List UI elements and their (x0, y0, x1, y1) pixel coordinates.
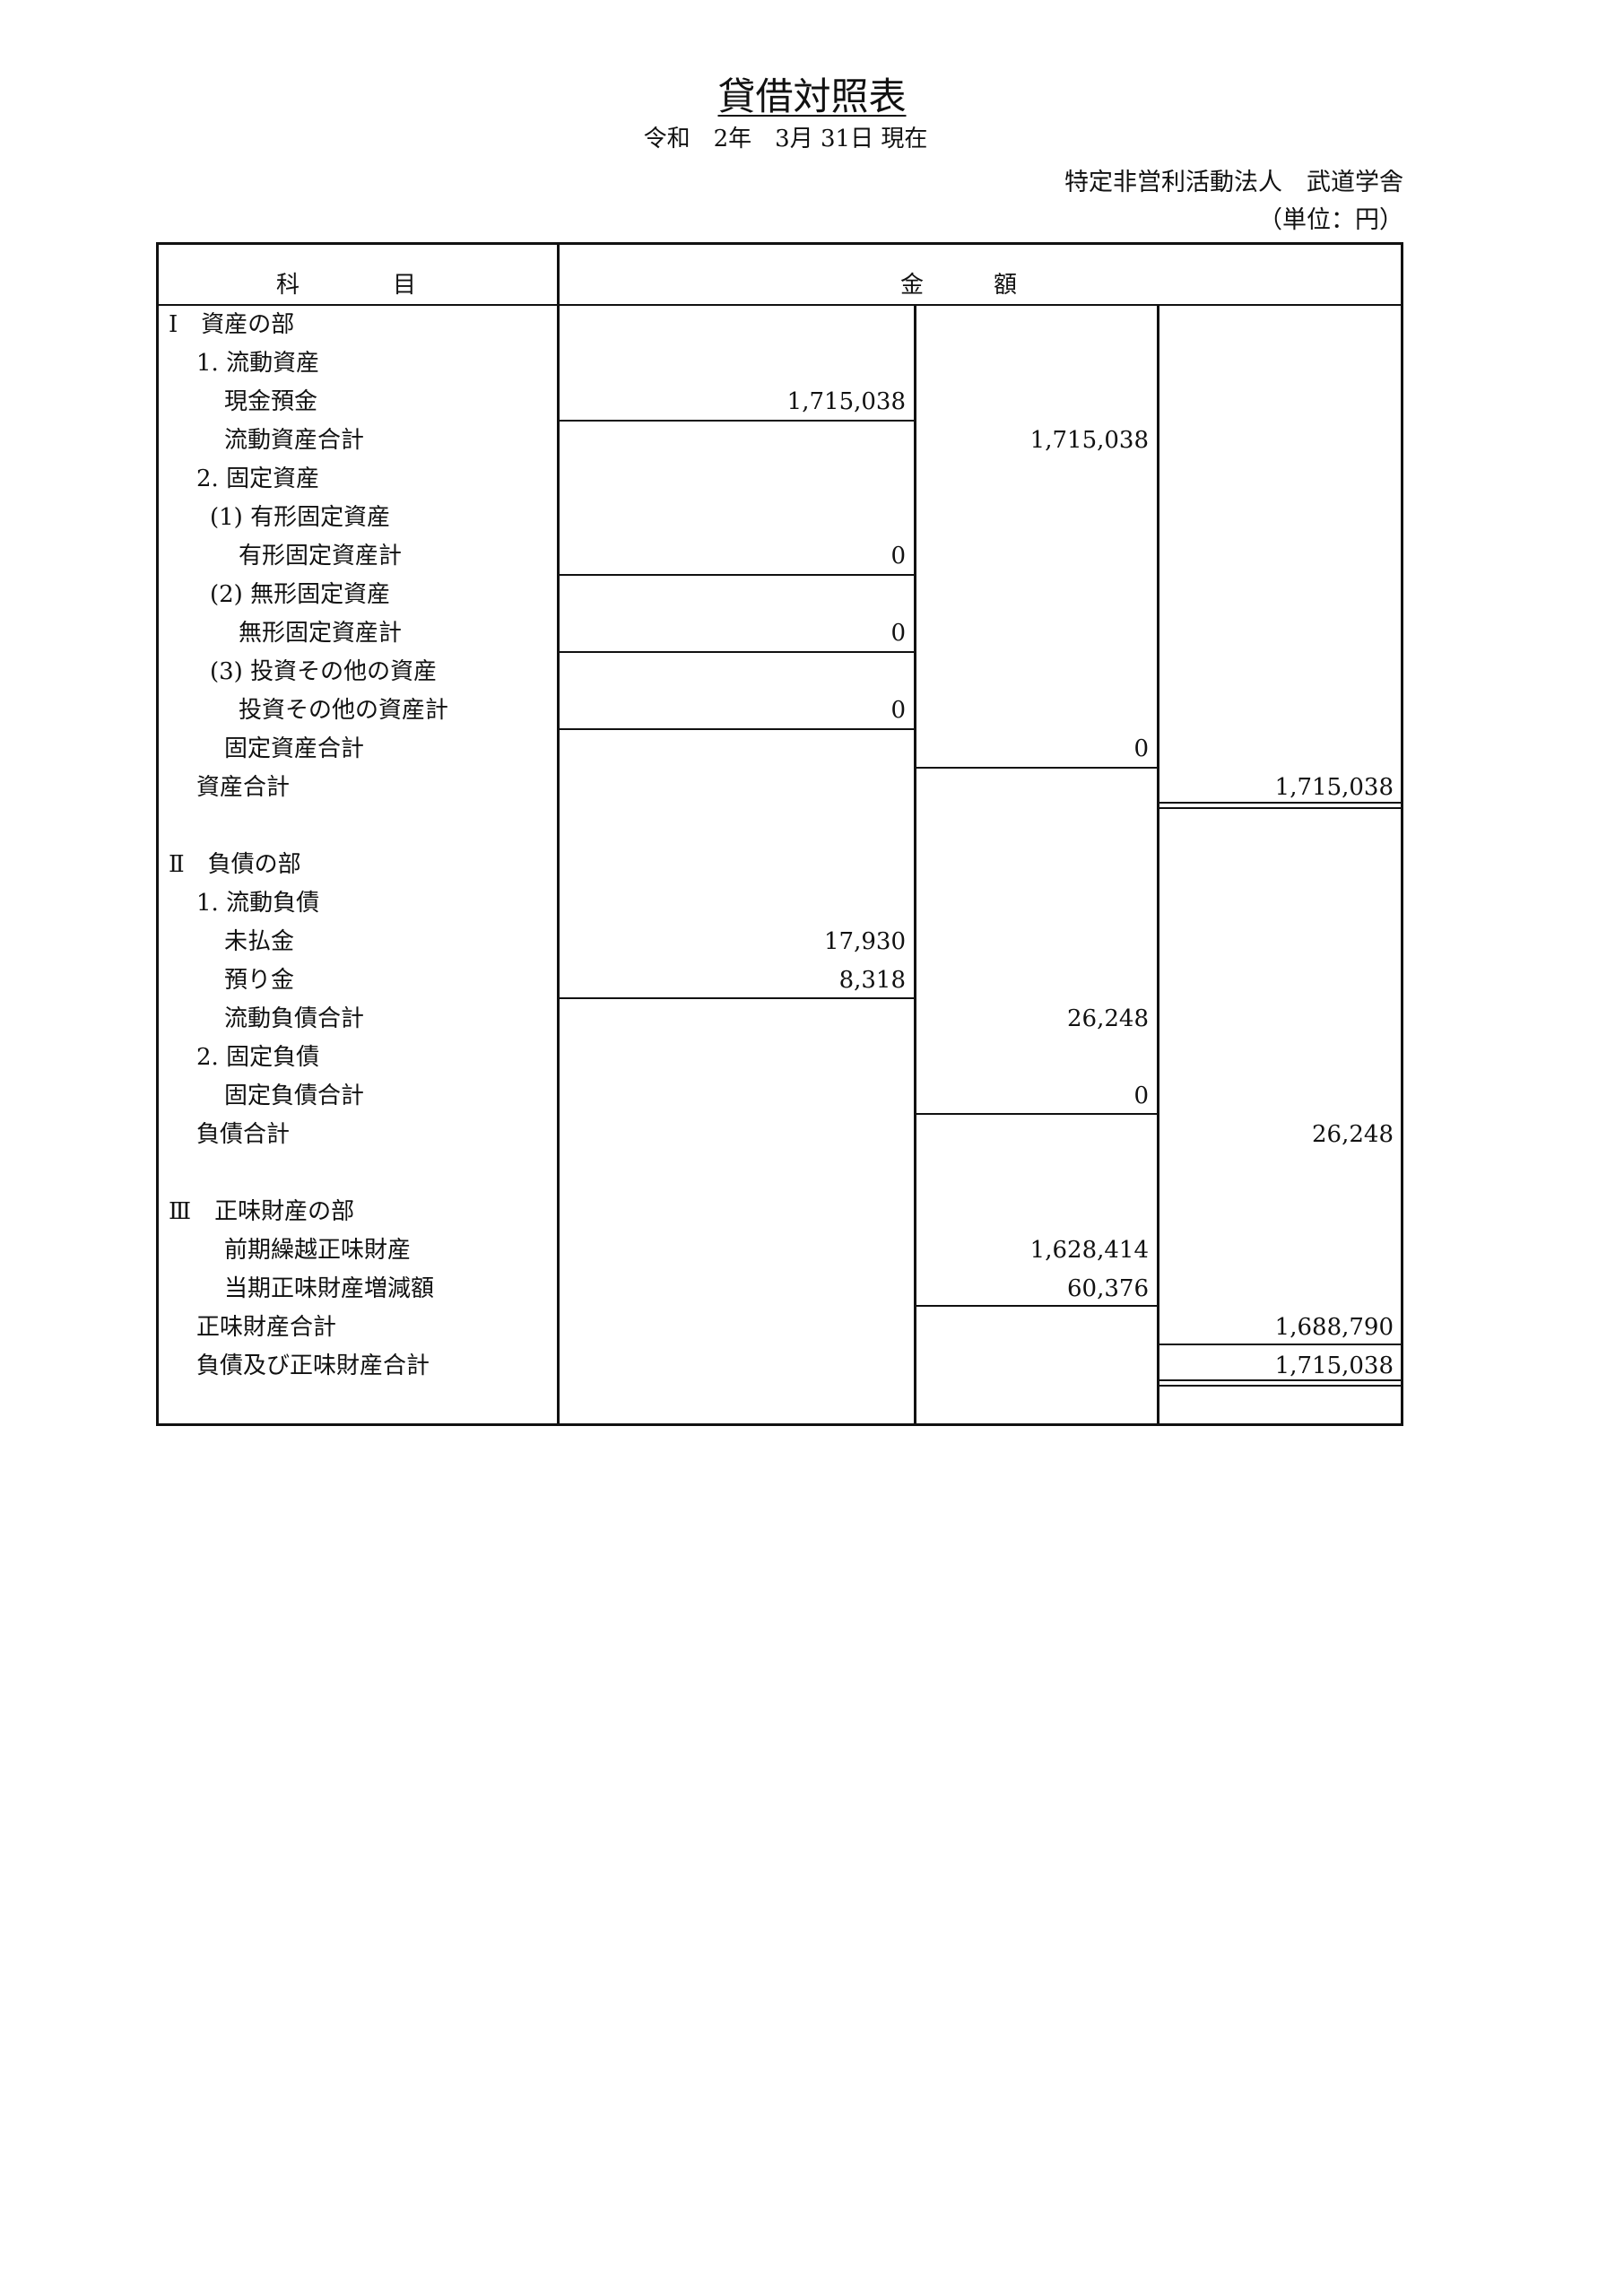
as-of-date: 令和 2年 3月 31日 現在 (643, 126, 928, 152)
row-label: 無形固定資産計 (239, 620, 403, 647)
row-label: 1. 流動負債 (196, 890, 320, 917)
amount-c2: 26,248 (1067, 1005, 1149, 1032)
amount-c1: 1,715,038 (786, 388, 906, 415)
header-separator (156, 304, 1403, 306)
row-label: Ⅰ 資産の部 (169, 311, 295, 338)
rule-c3-net-assets (1159, 1344, 1401, 1345)
row-label: 流動負債合計 (224, 1005, 365, 1032)
row-label: 有形固定資産計 (239, 543, 403, 570)
row-label: 固定負債合計 (224, 1083, 365, 1109)
amount-c2: 1,628,414 (1029, 1237, 1149, 1264)
double-rule-total-1 (1159, 1379, 1401, 1381)
subject-column-divider (557, 242, 560, 1426)
amount-c2: 0 (1133, 1083, 1149, 1109)
amount-c1: 17,930 (824, 928, 906, 955)
double-rule-total-2 (1159, 1385, 1401, 1387)
table-border-left (156, 242, 159, 1426)
row-label: 1. 流動資産 (196, 350, 320, 377)
rule-c1-current-liabilities (560, 997, 914, 999)
row-label: 負債及び正味財産合計 (196, 1352, 430, 1379)
rule-c1-investments (560, 728, 914, 730)
row-label: 負債合計 (196, 1121, 291, 1148)
row-label: 資産合計 (196, 774, 291, 801)
rule-c2-net-assets (916, 1305, 1157, 1307)
double-rule-assets-1 (1159, 802, 1401, 804)
row-label: 投資その他の資産計 (239, 697, 449, 724)
amount-c3: 1,715,038 (1274, 1352, 1394, 1379)
row-label: (3) 投資その他の資産 (210, 658, 438, 685)
table-border-top (156, 242, 1403, 245)
header-subject: 科 目 (276, 272, 417, 299)
rule-c1-tangible (560, 574, 914, 576)
rule-c1-current-assets (560, 420, 914, 422)
amount-c1: 8,318 (838, 967, 906, 994)
table-border-bottom (156, 1423, 1403, 1426)
row-label: 現金預金 (224, 388, 318, 415)
amount-c1: 0 (890, 620, 906, 647)
row-label: 固定資産合計 (224, 735, 365, 762)
amount-column1-divider (914, 305, 916, 1426)
double-rule-assets-2 (1159, 807, 1401, 809)
row-label: (2) 無形固定資産 (210, 581, 391, 608)
amount-c3: 26,248 (1312, 1121, 1394, 1148)
row-label: 正味財産合計 (196, 1314, 337, 1341)
amount-c1: 0 (890, 543, 906, 570)
row-label: 前期繰越正味財産 (224, 1237, 412, 1264)
amount-c2: 0 (1133, 735, 1149, 762)
amount-column2-divider (1157, 305, 1159, 1426)
row-label: (1) 有形固定資産 (210, 504, 391, 531)
title-text: 貸借対照表 (717, 74, 907, 118)
rule-c2-fixed-assets (916, 767, 1157, 769)
table-border-right (1401, 242, 1403, 1426)
row-label: Ⅲ 正味財産の部 (169, 1198, 355, 1225)
organization-name: 特定非営利活動法人 武道学舎 (1064, 169, 1403, 196)
header-amount: 金 額 (900, 272, 1018, 299)
row-label: 2. 固定資産 (196, 465, 320, 492)
row-label: 未払金 (224, 928, 295, 955)
row-label: Ⅱ 負債の部 (169, 851, 301, 878)
unit-label: （単位：円） (1258, 206, 1403, 234)
row-label: 預り金 (224, 967, 295, 994)
rule-c2-liabilities (916, 1113, 1157, 1115)
row-label: 流動資産合計 (224, 427, 365, 454)
row-label: 2. 固定負債 (196, 1044, 320, 1071)
rule-c1-intangible (560, 651, 914, 653)
balance-sheet-table: 科 目 金 額 Ⅰ 資産の部 1. 流動資産現金預金 1,715,038 流動資産合計… (156, 242, 1403, 1426)
document-title: 貸借対照表 (0, 72, 1624, 122)
amount-c2: 60,376 (1067, 1275, 1149, 1302)
amount-c2: 1,715,038 (1029, 427, 1149, 454)
row-label: 当期正味財産増減額 (224, 1275, 435, 1302)
amount-c3: 1,715,038 (1274, 774, 1394, 801)
amount-c1: 0 (890, 697, 906, 724)
amount-c3: 1,688,790 (1274, 1314, 1394, 1341)
